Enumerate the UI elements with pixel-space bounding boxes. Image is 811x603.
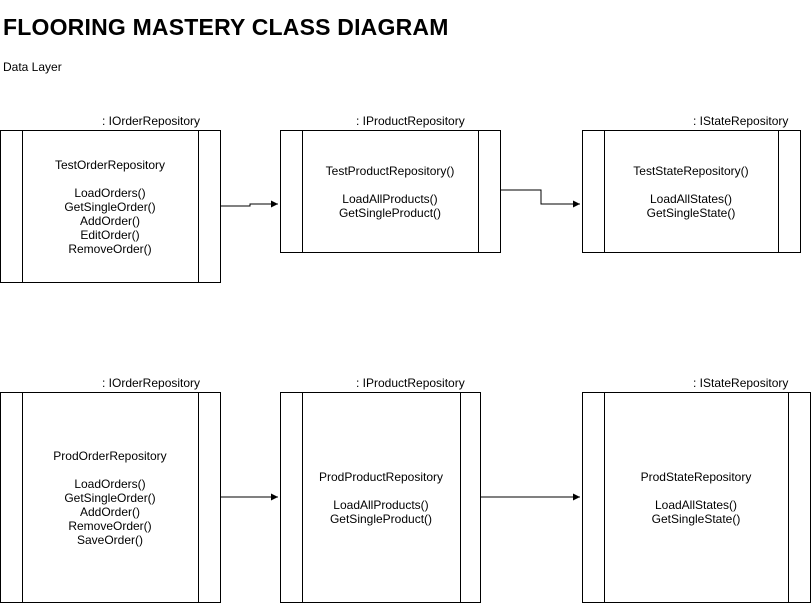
- method-item: LoadAllStates(): [654, 497, 738, 512]
- method-item: GetSingleProduct(): [329, 511, 433, 526]
- interface-label-test-state: : IStateRepository: [693, 114, 789, 128]
- method-item: GetSingleOrder(): [64, 490, 156, 505]
- interface-label-prod-product: : IProductRepository: [356, 376, 465, 390]
- class-box-left-bar: [302, 393, 303, 602]
- class-box-left-bar: [302, 131, 303, 252]
- method-item: GetSingleProduct(): [338, 205, 442, 220]
- class-name: ProdProductRepository: [318, 469, 444, 484]
- method-item: EditOrder(): [80, 227, 140, 242]
- class-box-left-bar: [604, 131, 605, 252]
- method-item: AddOrder(): [79, 213, 141, 228]
- class-box-content: TestOrderRepository LoadOrders() GetSing…: [23, 131, 197, 282]
- class-box-left-bar: [604, 393, 605, 602]
- method-item: LoadAllProducts(): [342, 191, 438, 206]
- arrow-test-order-to-product: [221, 200, 278, 208]
- method-list: LoadAllProducts() GetSingleProduct(): [339, 192, 441, 220]
- class-box-right-bar: [198, 131, 199, 282]
- class-name: TestOrderRepository: [54, 157, 166, 172]
- interface-label-prod-order: : IOrderRepository: [102, 376, 201, 390]
- class-box-right-bar: [478, 131, 479, 252]
- method-item: RemoveOrder(): [68, 241, 152, 256]
- method-list: LoadAllStates() GetSingleState(): [652, 498, 741, 526]
- class-box-right-bar: [778, 131, 779, 252]
- class-box-prod-product-repository[interactable]: ProdProductRepository LoadAllProducts() …: [280, 392, 481, 603]
- class-box-prod-order-repository[interactable]: ProdOrderRepository LoadOrders() GetSing…: [0, 392, 221, 603]
- class-box-right-bar: [460, 393, 461, 602]
- method-item: GetSingleState(): [646, 205, 736, 220]
- method-list: LoadOrders() GetSingleOrder() AddOrder()…: [64, 477, 155, 547]
- diagram-title: FLOORING MASTERY CLASS DIAGRAM: [3, 14, 449, 40]
- method-list: LoadOrders() GetSingleOrder() AddOrder()…: [64, 186, 155, 256]
- class-box-test-product-repository[interactable]: TestProductRepository() LoadAllProducts(…: [280, 130, 501, 253]
- interface-label-test-product: : IProductRepository: [356, 114, 465, 128]
- method-item: LoadOrders(): [74, 185, 146, 200]
- class-box-left-bar: [22, 393, 23, 602]
- class-box-left-bar: [22, 131, 23, 282]
- class-name: TestStateRepository(): [633, 163, 749, 178]
- method-item: AddOrder(): [79, 504, 141, 519]
- diagram-subtitle: Data Layer: [3, 60, 62, 74]
- class-box-prod-state-repository[interactable]: ProdStateRepository LoadAllStates() GetS…: [582, 392, 811, 603]
- class-name: ProdStateRepository: [640, 469, 752, 484]
- method-item: SaveOrder(): [76, 532, 144, 547]
- class-box-content: TestProductRepository() LoadAllProducts(…: [303, 131, 477, 252]
- interface-label-prod-state: : IStateRepository: [693, 376, 789, 390]
- class-box-right-bar: [198, 393, 199, 602]
- class-name: TestProductRepository(): [325, 163, 455, 178]
- method-item: RemoveOrder(): [68, 518, 152, 533]
- arrow-test-product-to-state: [501, 189, 580, 208]
- class-box-content: ProdOrderRepository LoadOrders() GetSing…: [23, 393, 197, 602]
- method-list: LoadAllStates() GetSingleState(): [647, 192, 736, 220]
- interface-label-test-order: : IOrderRepository: [102, 114, 201, 128]
- method-item: LoadAllProducts(): [333, 497, 429, 512]
- class-box-content: ProdStateRepository LoadAllStates() GetS…: [605, 393, 787, 602]
- method-item: LoadAllStates(): [649, 191, 733, 206]
- class-name: ProdOrderRepository: [53, 448, 167, 463]
- method-item: GetSingleState(): [651, 511, 741, 526]
- method-item: GetSingleOrder(): [64, 199, 156, 214]
- class-box-content: TestStateRepository() LoadAllStates() Ge…: [605, 131, 777, 252]
- class-box-content: ProdProductRepository LoadAllProducts() …: [303, 393, 459, 602]
- class-box-test-order-repository[interactable]: TestOrderRepository LoadOrders() GetSing…: [0, 130, 221, 283]
- method-item: LoadOrders(): [74, 476, 146, 491]
- class-box-right-bar: [788, 393, 789, 602]
- class-box-test-state-repository[interactable]: TestStateRepository() LoadAllStates() Ge…: [582, 130, 801, 253]
- method-list: LoadAllProducts() GetSingleProduct(): [330, 498, 432, 526]
